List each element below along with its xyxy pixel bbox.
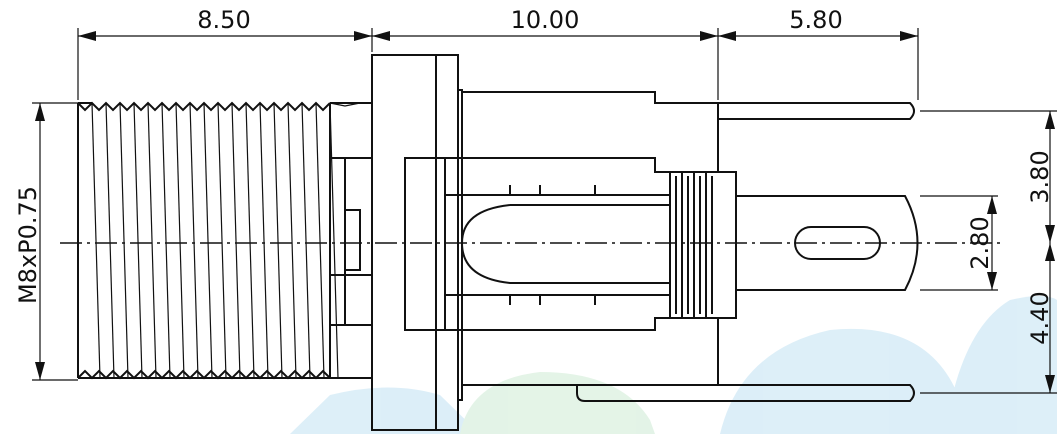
dim-thread-spec: M8xP0.75 <box>14 186 42 304</box>
watermark-logo <box>290 296 1057 434</box>
thread-line <box>217 102 227 379</box>
thread-line <box>119 102 129 379</box>
thread-line <box>105 102 115 379</box>
thread-line <box>91 102 101 379</box>
upper-terminal-pin <box>718 102 915 120</box>
thread-line <box>315 102 325 379</box>
thread-line <box>273 102 283 379</box>
threaded-barrel <box>77 101 372 380</box>
thread-line <box>231 102 241 379</box>
thread-crest-top <box>77 101 331 112</box>
dim-pin-length: 5.80 <box>789 6 842 34</box>
thread-line <box>161 102 171 379</box>
thread-line <box>175 102 185 379</box>
connector-body <box>404 91 737 386</box>
thread-line <box>203 102 213 379</box>
dim-thread-length: 8.50 <box>197 6 250 34</box>
thread-line <box>189 102 199 379</box>
barrel-collar <box>329 157 372 326</box>
thread-line <box>245 102 255 379</box>
dim-body-length: 10.00 <box>511 6 580 34</box>
thread-crest-bottom <box>77 369 331 380</box>
thread-line <box>287 102 297 379</box>
dim-upper-pin-offset: 3.80 <box>1026 150 1054 203</box>
thread-line <box>147 102 157 379</box>
dim-pin-width: 2.80 <box>966 216 994 269</box>
lower-terminal-pin <box>576 384 915 402</box>
thread-line <box>133 102 143 379</box>
thread-line <box>259 102 269 379</box>
dimension-lines <box>32 28 1057 394</box>
thread-line <box>329 102 339 379</box>
dim-lower-pin-offset: 4.40 <box>1026 291 1054 344</box>
thread-line <box>301 102 311 379</box>
